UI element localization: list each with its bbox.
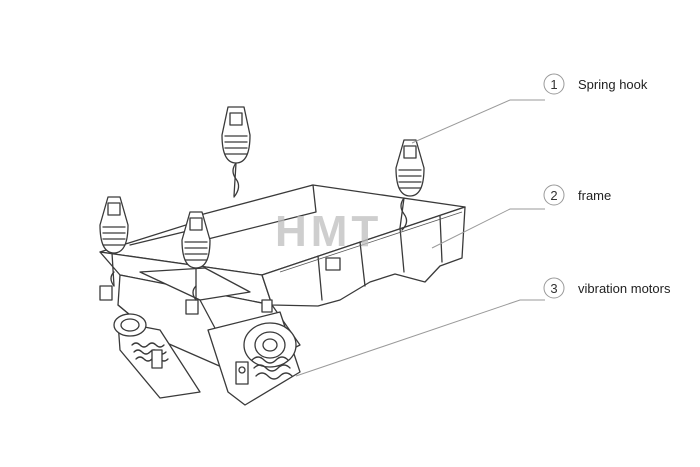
leader-lines	[295, 99, 545, 377]
spring-hook-right	[395, 139, 425, 231]
spring-hook-left	[99, 196, 129, 287]
callout-1-number: 1	[550, 77, 557, 92]
callout-2: 2 frame	[543, 184, 611, 206]
callout-1-label: Spring hook	[578, 77, 648, 92]
spring-hook-center	[181, 211, 211, 301]
watermark-logo: HMT	[275, 207, 382, 256]
vibration-motor-left	[113, 313, 201, 399]
callout-1-badge	[543, 73, 565, 95]
callout-3-label: vibration motors	[578, 281, 671, 296]
callout-2-label: frame	[578, 188, 611, 203]
vibration-motor-right	[207, 311, 301, 406]
spring-hook-top	[221, 106, 251, 198]
callout-3-badge	[543, 277, 565, 299]
callout-3: 3 vibration motors	[543, 277, 671, 299]
callout-2-badge	[543, 184, 565, 206]
callout-2-number: 2	[550, 188, 557, 203]
callout-3-number: 3	[550, 281, 557, 296]
callout-1: 1 Spring hook	[543, 73, 648, 95]
